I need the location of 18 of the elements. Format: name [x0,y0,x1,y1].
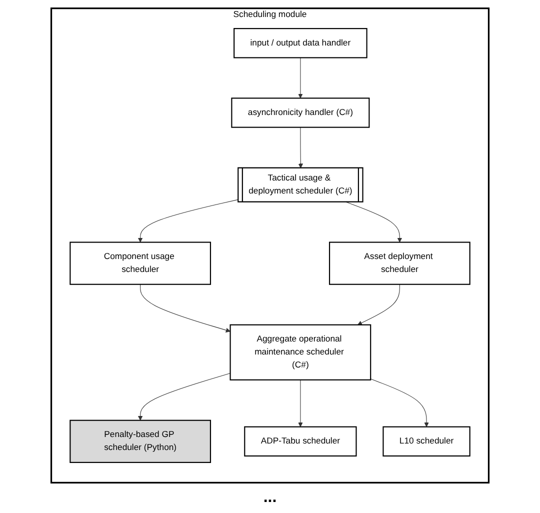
node-box: Asset deployment scheduler [328,242,470,285]
arrow [346,202,402,242]
arrow [138,199,239,242]
node-box: ADP-Tabu scheduler [244,426,357,457]
arrow [138,373,231,421]
node-box: input / output data handler [234,28,368,58]
ellipsis-label: ... [263,489,277,507]
node-box: Penalty-based GP scheduler (Python) [70,420,212,463]
node-box: Aggregate operational maintenance scheduler (C#) [230,324,372,380]
node-box: L10 scheduler [382,426,470,457]
arrow [370,378,429,428]
node-box: asynchronicity handler (C#) [231,98,370,128]
arrow [357,284,400,326]
arrow [140,284,230,332]
arrow [298,127,304,168]
arrow [298,57,303,98]
arrow [298,380,303,428]
node-box: Component usage scheduler [70,242,212,285]
